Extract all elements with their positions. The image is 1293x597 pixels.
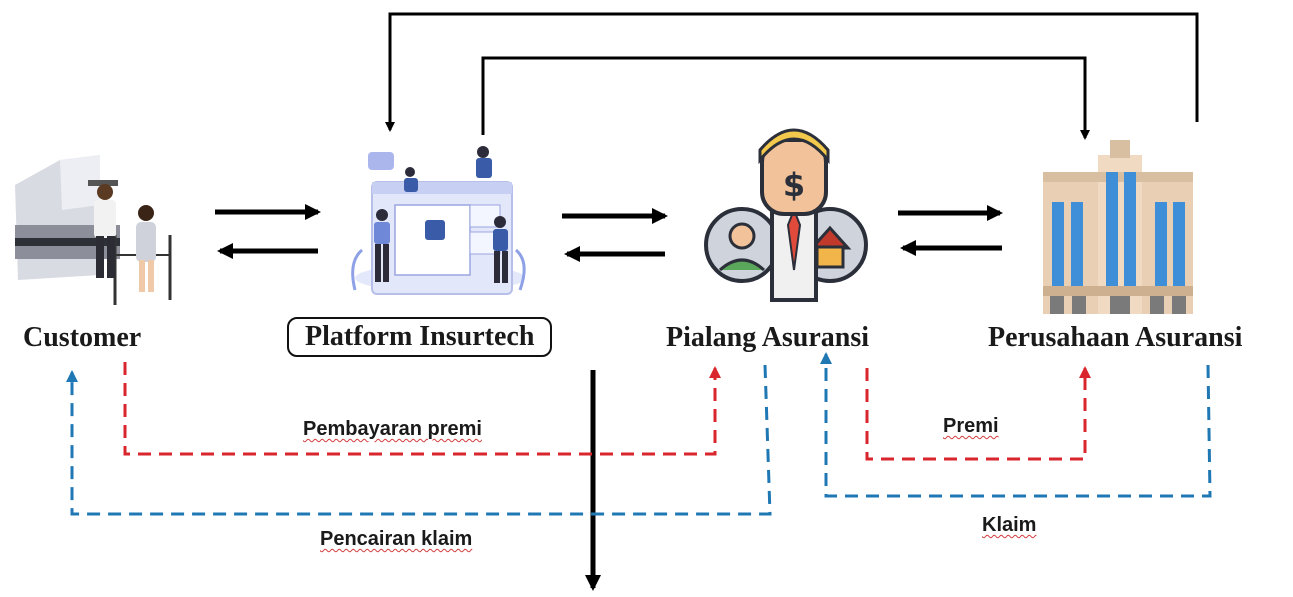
claim-disbursement-flow — [66, 364, 772, 516]
platform-insurtech-label: Platform Insurtech — [287, 317, 553, 357]
top-outer-arrow — [385, 12, 1199, 132]
claim-disbursement-label: Pencairan klaim — [320, 528, 473, 550]
claim-label: Klaim — [982, 514, 1037, 536]
customer-label: Customer — [23, 322, 142, 353]
pialang-asuransi-label: Pialang Asuransi — [666, 322, 870, 353]
premium-payment-flow — [123, 362, 721, 456]
customer-service-counter-icon — [15, 155, 172, 305]
platform-broker-arrows — [562, 208, 668, 262]
claim-flow — [820, 352, 1212, 498]
premium-label: Premi — [943, 415, 999, 437]
office-building-icon — [1043, 140, 1193, 314]
svg-text:$: $ — [783, 166, 805, 204]
premium-payment-label: Pembayaran premi — [303, 418, 482, 440]
perusahaan-asuransi-label: Perusahaan Asuransi — [988, 322, 1243, 353]
broker-insurer-arrows — [898, 205, 1003, 256]
insurance-broker-icon: $ — [704, 128, 868, 302]
customer-platform-arrows — [215, 204, 321, 259]
top-inner-arrow — [481, 56, 1090, 140]
social-platform-icon — [351, 146, 526, 295]
premium-flow — [865, 366, 1091, 461]
